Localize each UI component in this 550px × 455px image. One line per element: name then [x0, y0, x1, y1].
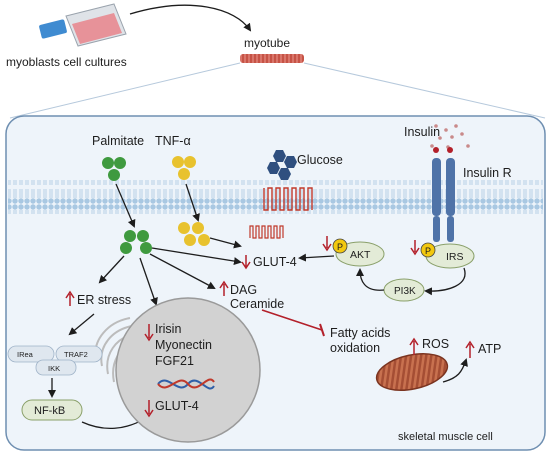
tnf-entry-arrow	[185, 183, 200, 222]
myoblasts-label: myoblasts cell cultures	[6, 55, 127, 69]
palmitate-to-er-arrow	[98, 255, 125, 284]
palmitate-to-nucleus-arrow	[139, 257, 158, 306]
myonectin-label: Myonectin	[155, 338, 212, 352]
nfkb-label: NF-kB	[34, 405, 65, 417]
akt-phospho	[332, 238, 348, 254]
fgf21-label: FGF21	[155, 354, 194, 368]
nucleus	[115, 297, 261, 443]
glut4-nucleus-down-arrow	[144, 400, 154, 418]
fatty-acids-label: Fatty acids	[330, 326, 390, 340]
irea-node	[7, 345, 55, 363]
projection-line-left	[9, 62, 241, 119]
irs-phospho	[420, 242, 436, 258]
palmitate-to-glut4-arrow	[151, 247, 242, 266]
myotube-icon	[240, 54, 304, 63]
atp-up-arrow	[465, 340, 475, 358]
insulin-r-label: Insulin R	[463, 166, 512, 180]
irisin-label: Irisin	[155, 322, 181, 336]
mitochondrion-icon	[375, 353, 449, 391]
mito-to-atp-arrow	[442, 358, 468, 383]
myotube-label: myotube	[244, 36, 290, 50]
inhibition-bar-icon	[319, 323, 325, 337]
akt-phospho-label: P	[337, 242, 343, 252]
insulin-dots	[430, 124, 470, 149]
akt-node	[335, 241, 385, 267]
tnf-label: TNF-α	[155, 134, 191, 148]
irs-label: IRS	[446, 251, 464, 263]
palmitate-entry-arrow	[115, 183, 136, 228]
akt-to-glut4-arrow	[298, 253, 335, 262]
glut4-vesicle-icon	[249, 225, 284, 239]
palmitate-label: Palmitate	[92, 134, 144, 148]
glut4-down-arrow	[241, 255, 251, 270]
er-stress-label: ER stress	[77, 293, 131, 307]
akt-label: AKT	[350, 249, 371, 261]
irea-label: IRea	[17, 350, 34, 359]
palmitate-to-dag-arrow	[149, 253, 216, 289]
insulin-label: Insulin	[404, 125, 440, 139]
glucose-label: Glucose	[297, 153, 343, 167]
ikk-node	[35, 359, 77, 376]
irs-phospho-label: P	[425, 246, 431, 256]
ros-label: ROS	[422, 337, 449, 351]
tnf-to-glut4-arrow	[209, 237, 242, 249]
glut4-label: GLUT-4	[253, 255, 297, 269]
traf2-label: TRAF2	[64, 350, 88, 359]
glut4-nucleus-label: GLUT-4	[155, 399, 199, 413]
dag-up-arrow	[219, 280, 229, 296]
irs-to-pi3k-arrow	[424, 267, 466, 296]
flask-icon	[39, 3, 127, 47]
ceramide-label: Ceramide	[230, 297, 284, 311]
glut4-membrane-transporter	[263, 187, 313, 211]
glucose-icon	[267, 150, 297, 180]
er-to-pathway-arrow	[68, 313, 95, 336]
culture-arrow	[129, 4, 252, 32]
tnf-molecules-inside	[178, 222, 210, 246]
palmitate-molecules-outside	[102, 157, 126, 181]
dna-icon	[157, 378, 215, 390]
er-stress-up-arrow	[65, 290, 75, 306]
irs-down-arrow	[410, 240, 420, 256]
ros-up-arrow	[409, 337, 419, 355]
ceramide-inhibit-line	[261, 309, 323, 331]
ikk-label: IKK	[48, 364, 60, 373]
oxidation-label: oxidation	[330, 341, 380, 355]
pi3k-label: PI3K	[394, 286, 416, 297]
dag-label: DAG	[230, 283, 257, 297]
nfkb-node	[21, 399, 83, 421]
pi3k-to-akt-arrow	[356, 268, 385, 291]
traf2-node	[55, 345, 103, 363]
palmitate-molecules-inside	[120, 230, 152, 254]
skeletal-muscle-label: skeletal muscle cell	[398, 431, 493, 443]
akt-down-arrow	[322, 236, 332, 252]
projection-line-right	[303, 62, 546, 119]
irisin-down-arrow	[144, 324, 154, 342]
atp-label: ATP	[478, 342, 501, 356]
tnf-molecules-outside	[172, 156, 196, 180]
insulin-receptor-icon	[432, 147, 455, 242]
